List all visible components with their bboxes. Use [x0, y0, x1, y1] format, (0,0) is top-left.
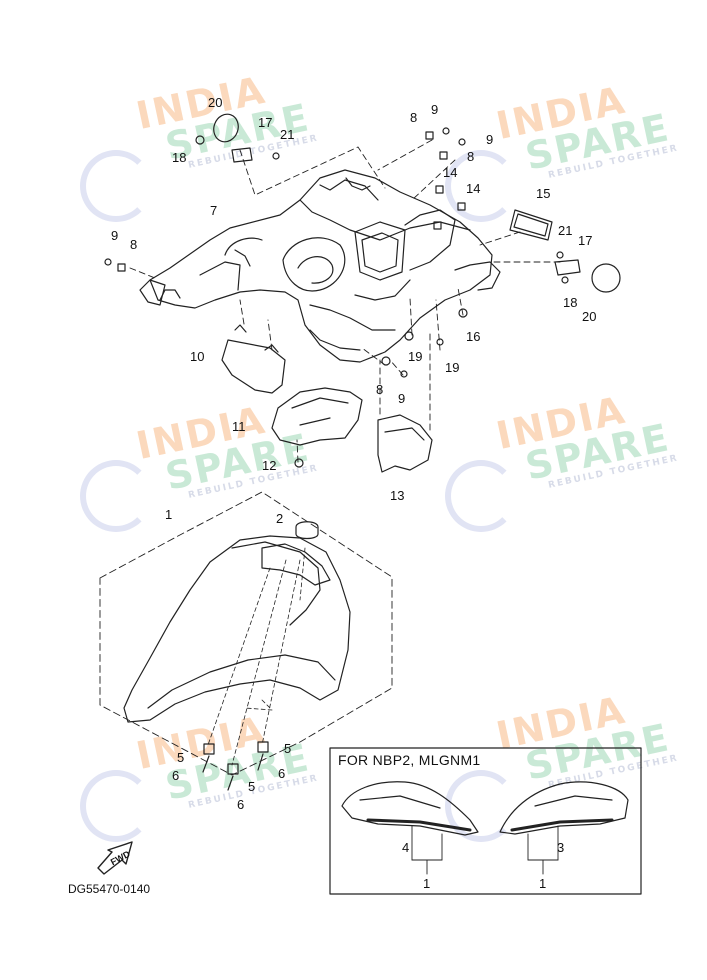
callout-18: 18 — [563, 295, 578, 310]
callout-7: 7 — [210, 203, 218, 218]
callout-19: 19 — [408, 349, 423, 364]
inset-leaders — [411, 825, 559, 875]
front-fender-group-outline — [99, 491, 393, 776]
callout-8: 8 — [130, 237, 138, 252]
callout-20: 20 — [208, 95, 223, 110]
callout-16: 16 — [466, 329, 481, 344]
fender-bolts — [202, 741, 269, 791]
front-fender-part-1 — [123, 521, 351, 723]
callout-9: 9 — [486, 132, 494, 147]
callout-14: 14 — [443, 165, 458, 180]
panel-part-13 — [377, 414, 433, 473]
callout-2: 2 — [276, 511, 284, 526]
callout-6: 6 — [237, 797, 245, 812]
inner-fender-part-7 — [139, 169, 501, 363]
callout-17: 17 — [258, 115, 273, 130]
callout-6: 6 — [172, 768, 180, 783]
callout-3: 3 — [557, 840, 565, 855]
callout-4: 4 — [402, 840, 410, 855]
callout-8: 8 — [410, 110, 418, 125]
fwd-arrow-icon — [97, 841, 133, 875]
fender-leader-lines — [207, 547, 306, 766]
callout-18: 18 — [172, 150, 187, 165]
side-cover-left — [341, 781, 479, 836]
fasteners-top — [104, 127, 468, 468]
callout-5: 5 — [248, 779, 256, 794]
side-cover-right — [499, 781, 629, 835]
callout-9: 9 — [111, 228, 119, 243]
callout-9: 9 — [431, 102, 439, 117]
callout-15: 15 — [536, 186, 551, 201]
callout-6: 6 — [278, 766, 286, 781]
panel-part-11 — [271, 387, 363, 446]
callout-14: 14 — [466, 181, 481, 196]
callout-10: 10 — [190, 349, 205, 364]
callout-20: 20 — [582, 309, 597, 324]
callout-5: 5 — [177, 750, 185, 765]
callout-19: 19 — [445, 360, 460, 375]
reflector-right-part-15 — [509, 209, 621, 293]
callout-1: 1 — [539, 876, 547, 891]
cover-part-10 — [221, 324, 286, 394]
callout-17: 17 — [578, 233, 593, 248]
callout-21: 21 — [280, 127, 295, 142]
inset-title: FOR NBP2, MLGNM1 — [338, 752, 481, 768]
callout-1: 1 — [165, 507, 173, 522]
callout-21: 21 — [558, 223, 573, 238]
callout-8: 8 — [467, 149, 475, 164]
diagram-code: DG55470-0140 — [68, 882, 151, 896]
reflector-left-part-20 — [195, 113, 280, 163]
callout-11: 11 — [232, 419, 246, 434]
callout-9: 9 — [398, 391, 406, 406]
variant-inset-box — [329, 747, 642, 895]
callout-5: 5 — [284, 741, 292, 756]
callout-8: 8 — [376, 382, 384, 397]
leader-lines — [129, 139, 561, 463]
callout-12: 12 — [262, 458, 277, 473]
callout-1: 1 — [423, 876, 431, 891]
callout-13: 13 — [390, 488, 405, 503]
